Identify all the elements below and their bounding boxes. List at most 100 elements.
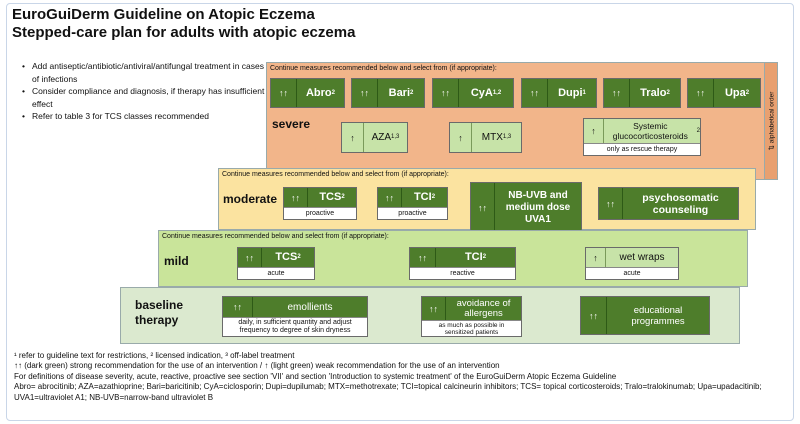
side-label-wrap: ⇅ alphabetical order: [764, 62, 778, 180]
title-line-1: EuroGuiDerm Guideline on Atopic Eczema: [12, 6, 315, 23]
strong-arrow-icon: ↑↑: [581, 297, 607, 334]
bullet-item: •Add antiseptic/antibiotic/antiviral/ant…: [22, 61, 264, 84]
weak-arrow-icon: ↑: [450, 123, 472, 152]
drug-name: Upa: [724, 86, 746, 99]
continue-text-mild: Continue measures recommended below and …: [162, 233, 389, 240]
footnotes: ¹ refer to guideline text for restrictio…: [14, 351, 784, 403]
title-line-2: Stepped-care plan for adults with atopic…: [12, 24, 356, 41]
drug-name: Bari: [388, 86, 411, 99]
strong-arrow-icon: ↑↑: [271, 79, 297, 107]
drug-educational-programmes: ↑↑ educational programmes: [580, 296, 710, 335]
drug-sup: 2: [745, 89, 750, 96]
strong-arrow-icon: ↑↑: [238, 248, 262, 267]
side-label: ⇅ alphabetical order: [768, 91, 775, 151]
weak-arrow-icon: ↑: [584, 119, 604, 143]
drug-sup: 2: [331, 89, 335, 96]
weak-arrow-icon: ↑: [586, 248, 606, 267]
bullet-list: •Add antiseptic/antibiotic/antiviral/ant…: [22, 60, 267, 123]
strong-arrow-icon: ↑↑: [223, 297, 253, 317]
strong-arrow-icon: ↑↑: [604, 79, 630, 107]
level-label-severe: severe: [272, 117, 311, 131]
usage-note: acute: [586, 267, 678, 279]
drug-name: educational programmes: [631, 304, 685, 327]
footnote-abbreviations: Abro= abrocitinib; AZA=azathioprine; Bar…: [14, 382, 762, 402]
drug-psychosomatic-counseling: ↑↑ psychosomatic counseling: [598, 187, 739, 220]
drug-name: psychosomatic counseling: [642, 191, 719, 216]
drug-sup: 2: [431, 194, 436, 200]
level-label-moderate: moderate: [223, 192, 278, 206]
bullet-item: •Consider compliance and diagnosis, if t…: [22, 86, 265, 109]
level-label-baseline: baseline therapy: [135, 298, 184, 327]
side-bar: [764, 62, 778, 180]
drug-sup: 2: [297, 254, 301, 260]
drug-name: CyA: [470, 86, 493, 99]
usage-note: proactive: [378, 207, 447, 219]
drug-emollients: ↑↑ emollients daily, in sufficient quant…: [222, 296, 368, 337]
drug-name: AZA: [371, 132, 392, 143]
drug-sup: 2: [696, 128, 700, 134]
continue-text-moderate: Continue measures recommended below and …: [222, 171, 449, 178]
usage-note: daily, in sufficient quantity and adjust…: [223, 317, 367, 336]
usage-note: as much as possible in sensitized patien…: [422, 320, 521, 336]
drug-name: emollients: [287, 301, 333, 313]
usage-note: proactive: [284, 207, 356, 219]
drug-sup: 1,3: [502, 134, 512, 140]
figure-frame: [6, 3, 794, 421]
strong-arrow-icon: ↑↑: [688, 79, 714, 107]
drug-sup: 1: [582, 89, 586, 96]
drug-name: MTX: [481, 132, 503, 143]
strong-arrow-icon: ↑↑: [471, 183, 495, 232]
footnote-superscripts: ¹ refer to guideline text for restrictio…: [14, 351, 295, 360]
drug-name: Systemic glucocorticosteroids: [612, 121, 688, 141]
drug-name: Tralo: [640, 86, 667, 99]
drug-name: wet wraps: [619, 252, 665, 263]
drug-sup: 2: [666, 89, 670, 96]
drug-nb-uvb-uva1: ↑↑ NB-UVB and medium dose UVA1: [470, 182, 582, 233]
strong-arrow-icon: ↑↑: [522, 79, 548, 107]
footnote-definitions: For definitions of disease severity, acu…: [14, 371, 617, 381]
drug-systemic-glucocorticosteroids: ↑ Systemic glucocorticosteroids 2 only as…: [583, 118, 701, 156]
strong-arrow-icon: ↑↑: [352, 79, 378, 107]
drug-sup: 2: [341, 194, 345, 200]
drug-name: TCS: [275, 251, 298, 263]
level-label-mild: mild: [164, 254, 189, 268]
drug-avoidance-of-allergens: ↑↑ avoidance of allergens as much as pos…: [421, 296, 522, 337]
strong-arrow-icon: ↑↑: [433, 79, 459, 107]
drug-name: TCI: [413, 191, 432, 203]
strong-arrow-icon: ↑↑: [378, 188, 402, 207]
strong-arrow-icon: ↑↑: [422, 297, 446, 320]
drug-name: avoidance of allergens: [456, 297, 511, 319]
drug-sup: 1,3: [391, 134, 400, 140]
footnote-arrows: ↑↑ (dark green) strong recommendation fo…: [14, 361, 500, 371]
continue-text-severe: Continue measures recommended below and …: [270, 65, 497, 72]
bullet-item: •Refer to table 3 for TCS classes recomm…: [22, 111, 210, 121]
strong-arrow-icon: ↑↑: [599, 188, 623, 219]
usage-note: acute: [238, 267, 314, 279]
drug-wet-wraps: ↑ wet wraps acute: [585, 247, 679, 280]
strong-arrow-icon: ↑↑: [410, 248, 436, 267]
drug-name: TCI: [464, 251, 483, 263]
usage-note: only as rescue therapy: [584, 143, 700, 155]
drug-name: Dupi: [558, 86, 583, 99]
usage-note: reactive: [410, 267, 515, 279]
drug-sup: 1,2: [492, 89, 502, 96]
drug-sup: 2: [410, 89, 414, 96]
drug-name: NB-UVB and medium dose UVA1: [505, 189, 571, 225]
drug-sup: 2: [482, 254, 487, 260]
drug-name: Abro: [305, 86, 332, 99]
weak-arrow-icon: ↑: [342, 123, 364, 152]
drug-name: TCS: [319, 191, 342, 203]
strong-arrow-icon: ↑↑: [284, 188, 308, 207]
